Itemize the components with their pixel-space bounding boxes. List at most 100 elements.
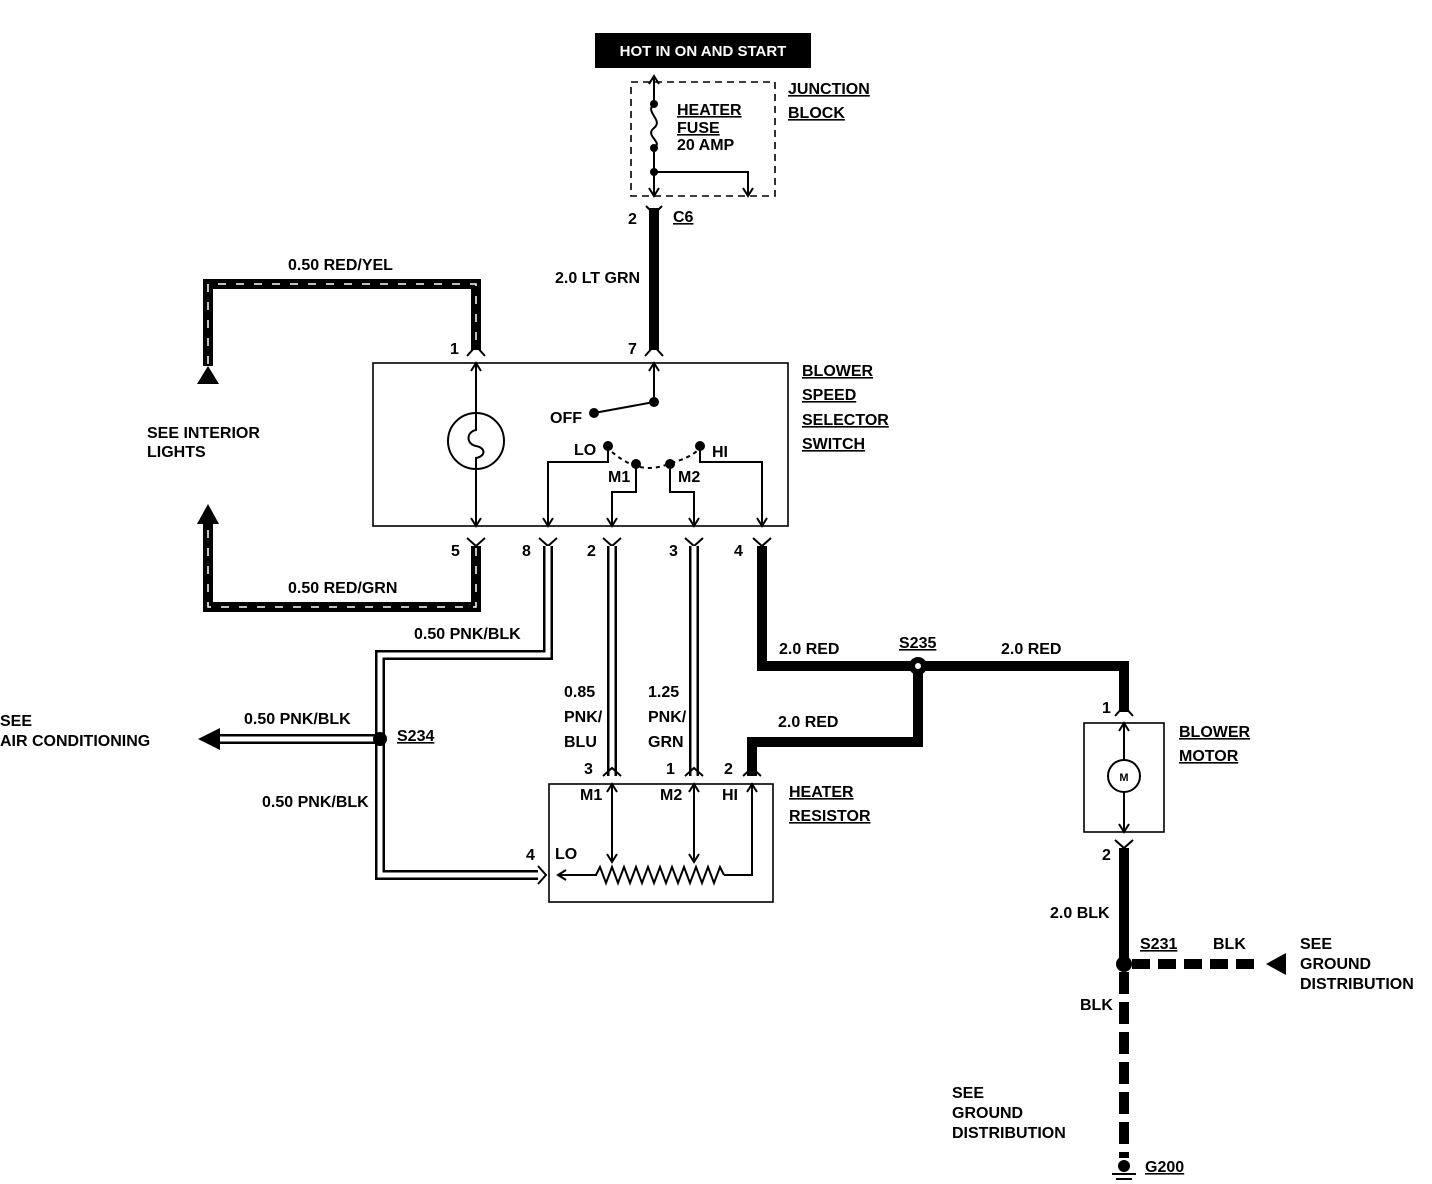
air-conditioning-ref-2: AIR CONDITIONING: [0, 733, 150, 750]
switch-pin-4-connector: [752, 537, 772, 548]
wire-label-red-right: 2.0 RED: [1001, 641, 1061, 658]
resistor-pin-2-connector: [742, 766, 762, 777]
ground-ref-bottom-3: DISTRIBUTION: [952, 1125, 1066, 1142]
ground-ref-right-1: SEE: [1300, 936, 1332, 953]
switch-title-1: BLOWER: [802, 363, 874, 380]
switch-pin-2-number: 2: [587, 543, 596, 560]
switch-pin-5-number: 5: [451, 543, 460, 560]
heater-fuse-label-1: HEATER: [677, 102, 742, 119]
switch-lamp-symbol: [447, 361, 505, 528]
splice-s234-dot: [373, 732, 387, 746]
power-header-text: HOT IN ON AND START: [620, 43, 787, 60]
heater-fuse-label-2: FUSE: [677, 120, 720, 137]
resistor-pin-3-connector: [602, 766, 622, 777]
heater-resistor: [548, 783, 774, 903]
motor-pin-2-connector: [1114, 839, 1134, 850]
wire-red-right: [918, 661, 1129, 712]
wire-label-pnk-blu-3: BLU: [564, 734, 597, 751]
wire-pnk-blk: [375, 546, 553, 880]
blower-motor-title-1: BLOWER: [1179, 724, 1251, 741]
ground-ref-right-3: DISTRIBUTION: [1300, 976, 1414, 993]
wire-label-pnk-grn-2: PNK/: [648, 709, 687, 726]
resistor-term-lo: LO: [555, 846, 577, 863]
wire-label-pnk-grn-1: 1.25: [648, 684, 679, 701]
wire-label-red-grn: 0.50 RED/GRN: [288, 580, 397, 597]
motor-pin-2-number: 2: [1102, 847, 1111, 864]
wire-label-pnk-blu-2: PNK/: [564, 709, 603, 726]
resistor-pin-4-number: 4: [526, 847, 535, 864]
resistor-term-hi: HI: [722, 787, 738, 804]
switch-pin-7-number: 7: [628, 341, 637, 358]
junction-block-outline: [630, 81, 776, 197]
wire-label-red-yel: 0.50 RED/YEL: [288, 257, 393, 274]
wire-label-pnk-blk-low: 0.50 PNK/BLK: [262, 794, 369, 811]
splice-s235-label: S235: [899, 635, 936, 652]
junction-block-title-1: JUNCTION: [788, 81, 870, 98]
switch-contacts: [542, 361, 768, 528]
wire-label-red-left: 2.0 RED: [779, 641, 839, 658]
resistor-pin-1-number: 1: [666, 761, 675, 778]
heater-resistor-title-2: RESISTOR: [789, 808, 871, 825]
power-header-box: [595, 33, 811, 68]
air-conditioning-arrow: [198, 728, 220, 750]
wire-label-red-mid: 2.0 RED: [778, 714, 838, 731]
ground-ref-bottom-2: GROUND: [952, 1105, 1023, 1122]
wire-label-lt-grn: 2.0 LT GRN: [555, 270, 640, 287]
wire-label-pnk-blk-ac: 0.50 PNK/BLK: [244, 711, 351, 728]
switch-pin-5-connector: [466, 537, 486, 548]
switch-pin-7-connector: [644, 344, 664, 357]
ground-ref-bottom-1: SEE: [952, 1085, 984, 1102]
wire-label-blk-main: 2.0 BLK: [1050, 905, 1110, 922]
switch-pos-off: OFF: [550, 410, 582, 427]
resistor-pin-1-connector: [684, 766, 704, 777]
ground-symbol-icon: [1112, 1160, 1136, 1180]
switch-pos-m2: M2: [678, 469, 700, 486]
switch-title-4: SWITCH: [802, 436, 865, 453]
blower-speed-selector-switch: [372, 362, 789, 527]
interior-lights-ref-1: SEE INTERIOR: [147, 425, 260, 442]
resistor-pin-4-connector: [537, 865, 548, 885]
heater-fuse-symbol: [648, 74, 754, 198]
splice-s231-label: S231: [1140, 936, 1177, 953]
splice-s234-label: S234: [397, 728, 434, 745]
ground-distribution-arrow-right: [1266, 953, 1286, 975]
resistor-pin-3-number: 3: [584, 761, 593, 778]
switch-pin-8-number: 8: [522, 543, 531, 560]
switch-pin-3-number: 3: [669, 543, 678, 560]
switch-title-2: SPEED: [802, 387, 856, 404]
resistor-pin-2-number: 2: [724, 761, 733, 778]
switch-pin-8-connector: [538, 537, 558, 548]
blower-motor-title-2: MOTOR: [1179, 748, 1239, 765]
interior-lights-arrow-up-lower: [197, 504, 219, 524]
wire-red-yel: [203, 279, 481, 366]
switch-pin-4-number: 4: [734, 543, 743, 560]
ground-ref-right-2: GROUND: [1300, 956, 1371, 973]
junction-block-title-2: BLOCK: [788, 105, 845, 122]
switch-pin-2-connector: [602, 537, 622, 548]
interior-lights-ref-2: LIGHTS: [147, 444, 206, 461]
air-conditioning-ref-1: SEE: [0, 713, 32, 730]
wire-label-pnk-blk-top: 0.50 PNK/BLK: [414, 626, 521, 643]
heater-fuse-rating: 20 AMP: [677, 137, 735, 154]
switch-pin-1-number: 1: [450, 341, 459, 358]
motor-pin-1-connector: [1114, 704, 1134, 717]
wire-label-blk-down: BLK: [1080, 997, 1113, 1014]
resistor-element: [556, 782, 758, 886]
switch-title-3: SELECTOR: [802, 412, 889, 429]
blower-motor-symbol-letter: M: [1119, 772, 1128, 784]
resistor-term-m1: M1: [580, 787, 602, 804]
c6-connector-label: C6: [673, 209, 694, 226]
resistor-term-m2: M2: [660, 787, 682, 804]
switch-pos-lo: LO: [574, 442, 596, 459]
wire-label-pnk-grn-3: GRN: [648, 734, 684, 751]
wire-red-mid: [747, 666, 923, 776]
blower-motor-symbol: [1107, 721, 1141, 834]
switch-pos-m1: M1: [608, 469, 630, 486]
splice-s231-dot: [1116, 956, 1132, 972]
ground-g200-label: G200: [1145, 1159, 1184, 1176]
heater-resistor-title-1: HEATER: [789, 784, 854, 801]
wire-red-grn: [203, 522, 481, 612]
c6-pin-number: 2: [628, 211, 637, 228]
switch-pin-1-connector: [466, 344, 486, 357]
